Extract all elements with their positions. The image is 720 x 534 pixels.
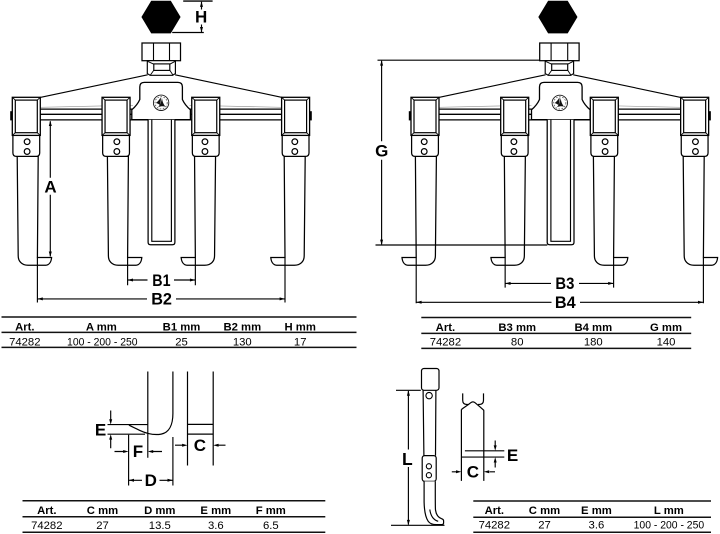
svg-text:E mm: E mm: [200, 505, 231, 517]
svg-text:130: 130: [233, 336, 252, 348]
svg-text:C mm: C mm: [87, 505, 118, 517]
svg-text:G mm: G mm: [650, 322, 682, 334]
svg-text:B4 mm: B4 mm: [574, 322, 612, 334]
svg-text:E mm: E mm: [581, 505, 612, 517]
svg-text:Art.: Art.: [436, 322, 455, 334]
svg-text:L: L: [402, 449, 413, 469]
svg-text:E: E: [95, 420, 106, 439]
svg-text:3.6: 3.6: [208, 520, 224, 532]
svg-text:17: 17: [294, 336, 307, 348]
svg-text:25: 25: [175, 336, 188, 348]
svg-text:100 - 200 - 250: 100 - 200 - 250: [634, 520, 705, 532]
svg-text:B3 mm: B3 mm: [498, 322, 536, 334]
svg-text:C: C: [467, 463, 479, 482]
svg-text:G: G: [375, 142, 388, 161]
svg-text:Art.: Art.: [37, 505, 56, 517]
svg-text:Art.: Art.: [15, 321, 34, 333]
svg-text:140: 140: [657, 337, 676, 349]
svg-text:A mm: A mm: [86, 321, 117, 333]
svg-text:B1 mm: B1 mm: [163, 321, 201, 333]
svg-text:B2: B2: [151, 290, 172, 309]
svg-text:C: C: [194, 436, 206, 455]
svg-text:L mm: L mm: [654, 505, 684, 517]
svg-text:D: D: [145, 471, 157, 490]
svg-text:A: A: [44, 177, 56, 196]
svg-text:Art.: Art.: [485, 505, 504, 517]
svg-text:74282: 74282: [9, 336, 40, 348]
svg-text:B1: B1: [152, 271, 170, 290]
svg-text:13.5: 13.5: [149, 520, 171, 532]
svg-text:3.6: 3.6: [589, 520, 605, 532]
svg-text:F mm: F mm: [256, 505, 286, 517]
svg-text:B3: B3: [555, 274, 574, 293]
svg-text:180: 180: [584, 337, 603, 349]
svg-text:27: 27: [96, 520, 109, 532]
svg-text:74282: 74282: [31, 520, 62, 532]
svg-text:E: E: [507, 446, 518, 465]
svg-text:H: H: [195, 8, 207, 27]
svg-text:6.5: 6.5: [263, 520, 279, 532]
svg-text:H mm: H mm: [285, 321, 316, 333]
svg-text:F: F: [133, 442, 143, 461]
svg-text:B4: B4: [555, 293, 576, 312]
svg-text:C mm: C mm: [529, 505, 560, 517]
svg-text:74282: 74282: [430, 337, 461, 349]
svg-text:80: 80: [511, 337, 524, 349]
svg-text:B2 mm: B2 mm: [223, 321, 261, 333]
svg-text:27: 27: [538, 520, 551, 532]
svg-text:74282: 74282: [479, 520, 510, 532]
svg-text:D mm: D mm: [144, 505, 175, 517]
svg-text:100 - 200 - 250: 100 - 200 - 250: [67, 336, 138, 348]
